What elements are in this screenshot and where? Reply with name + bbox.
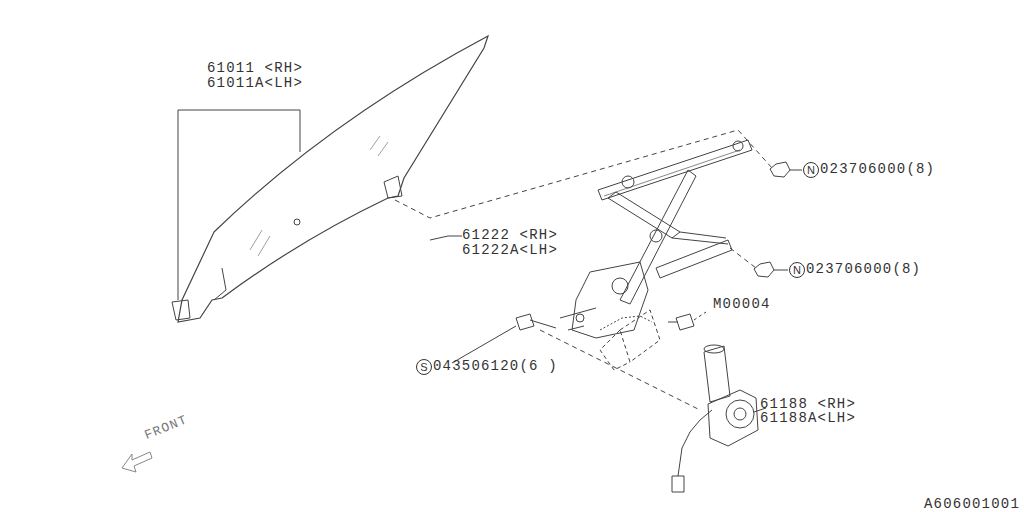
part-number: 61222 <RH> bbox=[462, 228, 558, 243]
part-number: 61188 <RH> bbox=[760, 397, 856, 412]
symbol-letter: S bbox=[420, 362, 427, 373]
symbol-circle: N bbox=[803, 162, 819, 178]
direction-label: FRONT bbox=[142, 412, 189, 443]
part-number: 61222A<LH> bbox=[462, 243, 558, 258]
symbol-circle: S bbox=[416, 359, 432, 375]
part-number: 61011 <RH> bbox=[207, 61, 303, 76]
symbol-letter: N bbox=[807, 165, 815, 176]
symbol-letter: N bbox=[793, 265, 801, 276]
part-number: 61011A<LH> bbox=[207, 76, 303, 91]
part-number: 61188A<LH> bbox=[760, 411, 856, 426]
part-number: 023706000(8) bbox=[820, 162, 935, 177]
figure-id: A606001001 bbox=[924, 497, 1020, 512]
part-number: 043506120(6 ) bbox=[433, 359, 558, 374]
part-number: 023706000(8) bbox=[806, 262, 921, 277]
symbol-circle: N bbox=[789, 262, 805, 278]
part-number: M00004 bbox=[713, 297, 771, 312]
